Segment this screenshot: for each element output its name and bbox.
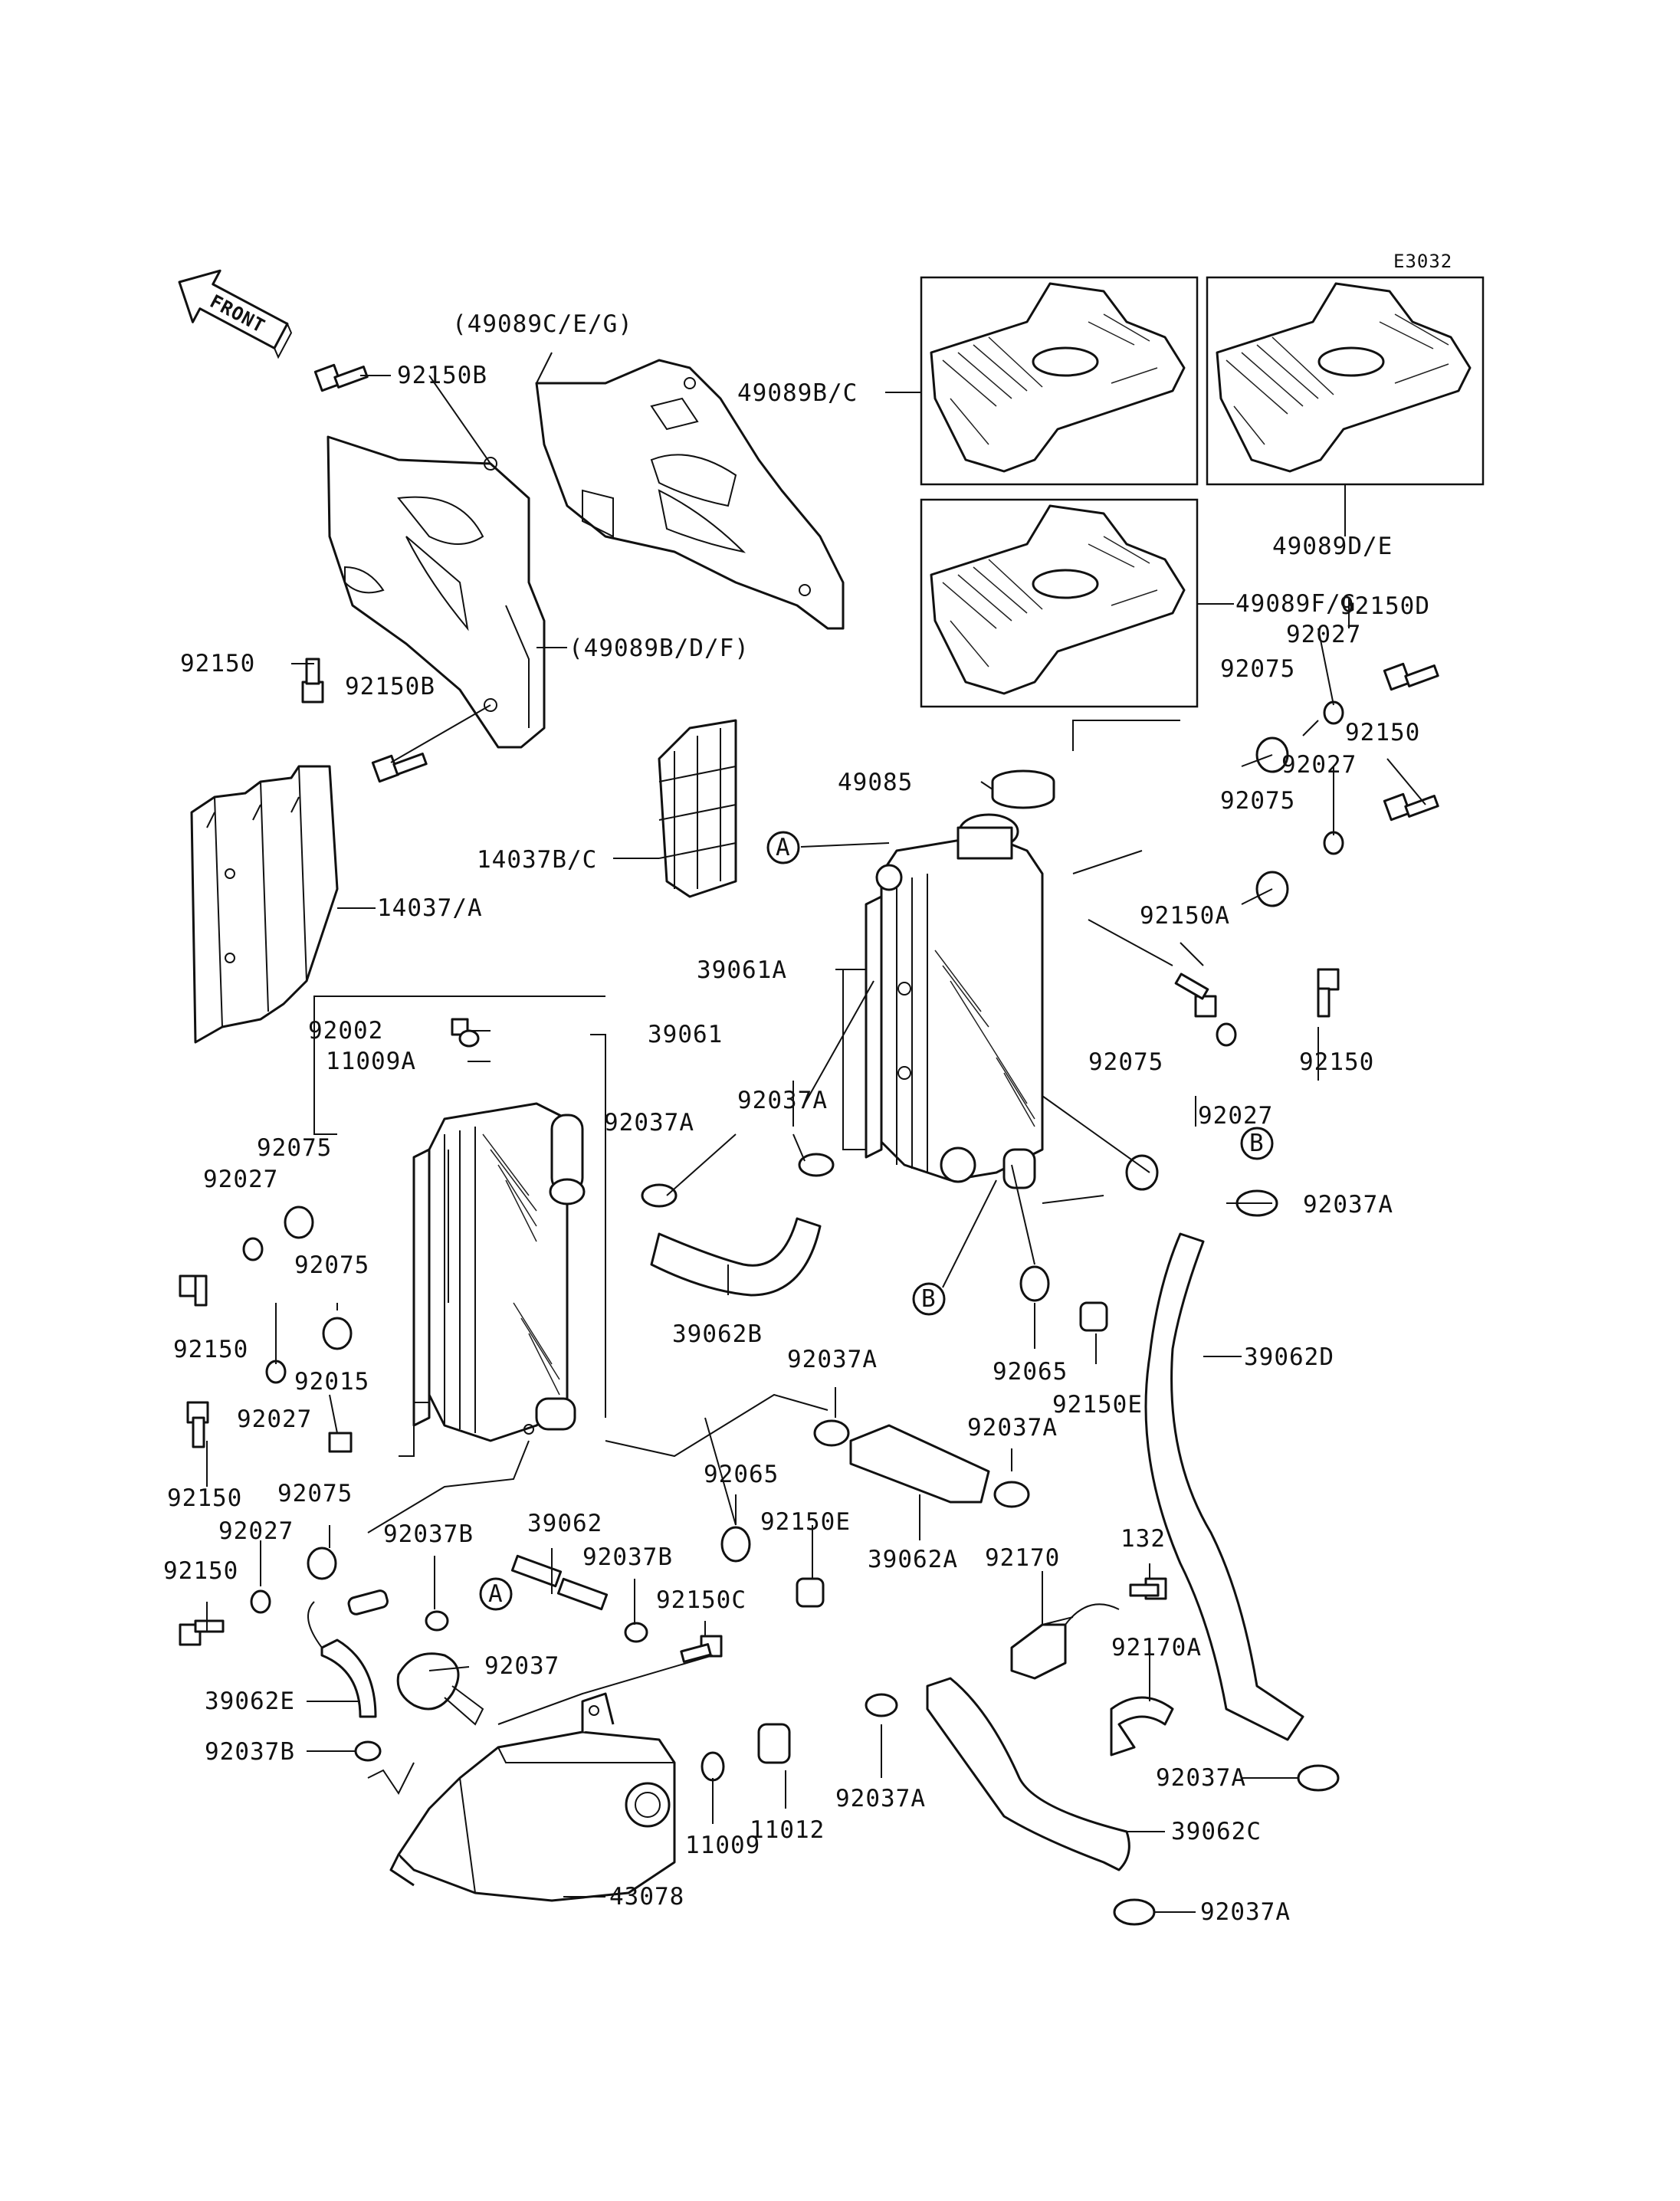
label-92065-r: 92065 xyxy=(993,1358,1068,1386)
label-11012: 11012 xyxy=(750,1816,825,1844)
label-49085: 49085 xyxy=(838,769,913,796)
label-11009: 11009 xyxy=(685,1832,760,1859)
label-92027-r1: 92027 xyxy=(1286,621,1361,648)
label-92075-r1: 92075 xyxy=(1220,655,1295,683)
label-92150c: 92150C xyxy=(656,1586,746,1614)
label-92075-l3: 92075 xyxy=(277,1480,353,1507)
label-92150-l1: 92150 xyxy=(173,1336,248,1363)
decal-box-bc xyxy=(920,276,1199,486)
label-92037b-2: 92037B xyxy=(582,1543,673,1571)
label-92075-r3: 92075 xyxy=(1088,1048,1163,1076)
label-92027-r3: 92027 xyxy=(1198,1102,1273,1130)
label-14037bc: 14037B/C xyxy=(477,846,597,874)
label-92150-r2: 92150 xyxy=(1299,1048,1374,1076)
decal-box-de xyxy=(1206,276,1485,486)
label-39062b: 39062B xyxy=(672,1320,763,1348)
label-92037a-4: 92037A xyxy=(967,1414,1058,1442)
label-92150a: 92150A xyxy=(1140,902,1230,930)
label-92027-l1: 92027 xyxy=(203,1166,278,1193)
label-39062a: 39062A xyxy=(868,1546,958,1573)
label-92037a-3: 92037A xyxy=(787,1346,878,1373)
label-39061a: 39061A xyxy=(697,956,787,984)
label-92027-l2: 92027 xyxy=(237,1406,312,1433)
label-92037a-6: 92037A xyxy=(835,1785,926,1812)
label-92075-l1: 92075 xyxy=(257,1134,332,1162)
label-39062c: 39062C xyxy=(1171,1818,1262,1845)
label-49089bdf: (49089B/D/F) xyxy=(569,635,750,662)
label-49089de: 49089D/E xyxy=(1272,533,1393,560)
label-39062e: 39062E xyxy=(205,1688,295,1715)
radiator-left xyxy=(412,1102,586,1442)
label-92150-left: 92150 xyxy=(180,650,255,677)
label-92075-l2: 92075 xyxy=(294,1251,369,1279)
hose-39062c xyxy=(926,1677,1130,1871)
radiator-guard-a xyxy=(190,765,339,1044)
label-92150b-low: 92150B xyxy=(345,673,435,700)
hose-39062e xyxy=(320,1638,377,1718)
hose-39062 xyxy=(510,1554,563,1588)
label-39061: 39061 xyxy=(648,1021,723,1048)
label-92027-r2: 92027 xyxy=(1281,751,1357,779)
radiator-right xyxy=(865,813,1044,1189)
label-92150b-top: 92150B xyxy=(397,362,487,389)
part-labels: (49089C/E/G) 49089B/C 92150B (49089B/D/F… xyxy=(163,310,1430,1926)
hose-clamp-icon xyxy=(354,1153,1340,1926)
radiator-guard-bc xyxy=(658,719,737,898)
label-92037: 92037 xyxy=(484,1652,559,1680)
hose-39062d xyxy=(1144,1232,1304,1741)
radiator-cap xyxy=(991,769,1055,809)
label-92037b-3: 92037B xyxy=(205,1738,295,1766)
callout-a: A A xyxy=(479,831,800,1611)
label-92065-c: 92065 xyxy=(704,1461,779,1488)
svg-text:A: A xyxy=(776,834,791,861)
svg-text:B: B xyxy=(1249,1130,1265,1157)
label-92037a-1: 92037A xyxy=(604,1109,694,1137)
label-92015: 92015 xyxy=(294,1368,369,1396)
label-92150d: 92150D xyxy=(1340,592,1430,620)
label-92002: 92002 xyxy=(308,1017,383,1045)
bracket-92170 xyxy=(1010,1603,1174,1757)
callout-b: B B xyxy=(912,1127,1274,1316)
hose-39062b xyxy=(650,1217,822,1297)
label-92037a-b: 92037A xyxy=(1303,1191,1393,1219)
label-92037a-7: 92037A xyxy=(1200,1898,1291,1926)
label-92150e-r: 92150E xyxy=(1052,1391,1143,1419)
leader-lines xyxy=(206,352,1426,1913)
label-92170a: 92170A xyxy=(1111,1634,1202,1661)
diagram-code: E3032 xyxy=(1393,251,1452,272)
label-11009a: 11009A xyxy=(326,1048,416,1075)
label-92170: 92170 xyxy=(985,1544,1060,1572)
label-92150-l3: 92150 xyxy=(163,1557,238,1585)
reservoir-tank xyxy=(389,1692,676,1902)
hose-39062a xyxy=(849,1424,990,1504)
label-92150-l2: 92150 xyxy=(167,1484,242,1512)
label-92037a-2: 92037A xyxy=(737,1087,828,1114)
front-arrow-icon: FRONT xyxy=(178,269,293,359)
upper-shroud xyxy=(535,359,845,630)
svg-text:B: B xyxy=(921,1285,937,1313)
label-49089ceg: (49089C/E/G) xyxy=(452,310,633,338)
label-92150e-c: 92150E xyxy=(760,1508,851,1536)
decal-box-fg xyxy=(920,498,1199,708)
label-39062: 39062 xyxy=(527,1510,602,1537)
label-92075-r2: 92075 xyxy=(1220,787,1295,815)
label-92027-l3: 92027 xyxy=(218,1517,294,1545)
label-132: 132 xyxy=(1121,1525,1166,1553)
left-shroud xyxy=(326,435,546,749)
label-92037b-1: 92037B xyxy=(383,1520,474,1548)
label-92150-r1: 92150 xyxy=(1345,719,1420,746)
bolt-icon xyxy=(179,363,1439,1663)
label-49089fg: 49089F/G xyxy=(1235,590,1356,618)
label-39062d: 39062D xyxy=(1244,1343,1334,1371)
label-49089bc: 49089B/C xyxy=(737,379,858,407)
label-14037a: 14037/A xyxy=(377,894,483,922)
label-43078: 43078 xyxy=(609,1883,684,1911)
label-92037a-5: 92037A xyxy=(1156,1764,1246,1792)
svg-text:A: A xyxy=(488,1580,504,1608)
